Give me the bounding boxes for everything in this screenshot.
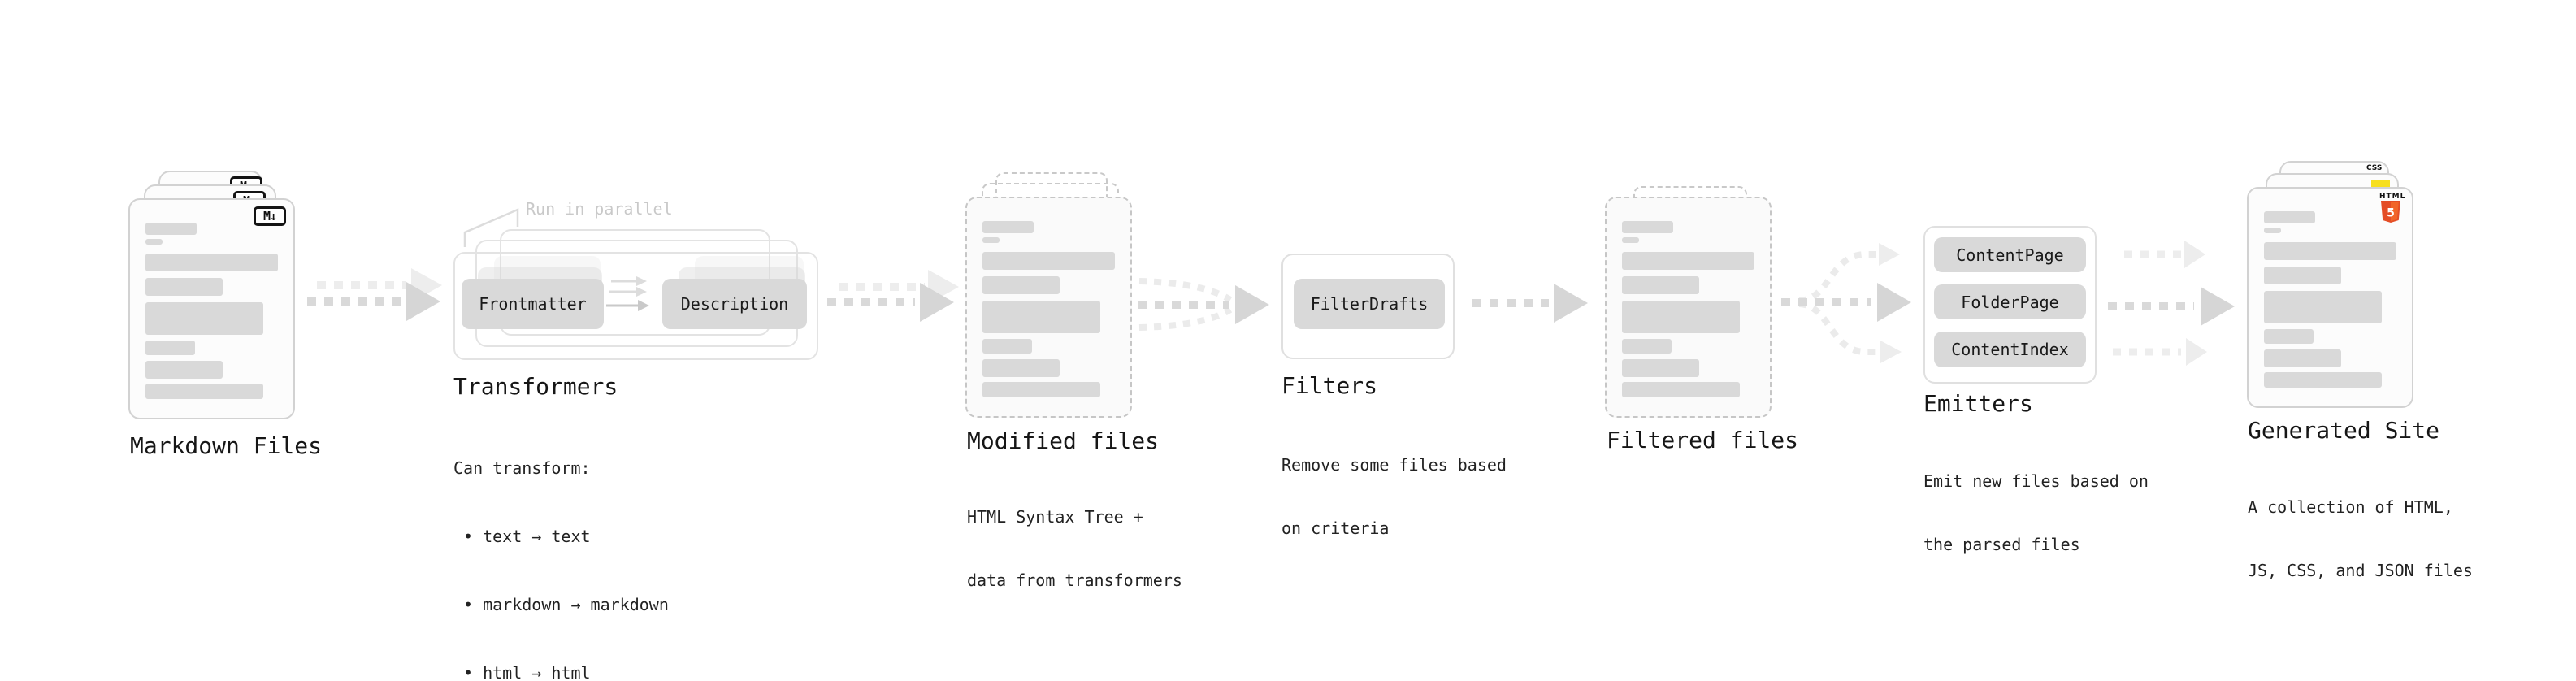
section-title-generated-site: Generated Site	[2248, 417, 2440, 444]
text-line-placeholder	[2264, 211, 2315, 223]
text-line-placeholder	[982, 252, 1115, 270]
text-line-placeholder	[982, 301, 1100, 333]
description-line: Remove some files based	[1281, 455, 1507, 475]
text-line-placeholder	[2264, 228, 2281, 233]
text-line-placeholder	[145, 254, 278, 271]
text-line-placeholder	[982, 339, 1032, 354]
text-line-placeholder	[1622, 221, 1673, 233]
arrow-transformers-to-modified	[827, 270, 959, 322]
description-line: data from transformers	[967, 570, 1182, 590]
description-line: the parsed files	[1923, 535, 2080, 554]
skeleton-text-lines	[2264, 211, 2396, 388]
text-line-placeholder	[1622, 252, 1754, 270]
section-title-filtered-files: Filtered files	[1607, 427, 1799, 453]
skeleton-text-lines	[982, 221, 1115, 397]
html5-icon: HTML 5	[2379, 193, 2406, 227]
arrow-filtered-to-emitters	[1781, 243, 1911, 363]
section-title-filters: Filters	[1281, 372, 1378, 399]
pill-description: Description	[662, 279, 807, 329]
section-title-emitters: Emitters	[1923, 390, 2033, 417]
text-line-placeholder	[145, 384, 263, 399]
text-line-placeholder	[145, 239, 163, 245]
text-line-placeholder	[982, 382, 1100, 397]
text-line-placeholder	[2264, 349, 2341, 367]
text-line-placeholder	[1622, 382, 1740, 397]
text-line-placeholder	[2264, 242, 2396, 260]
description-line: Can transform:	[453, 458, 591, 478]
skeleton-text-lines	[1622, 221, 1754, 397]
transformer-box-front	[453, 252, 818, 360]
section-description-generated-site: A collection of HTML, JS, CSS, and JSON …	[2248, 454, 2473, 623]
description-line: • markdown → markdown	[463, 595, 669, 614]
description-line: A collection of HTML,	[2248, 497, 2453, 517]
section-description-transformers: Can transform: • text → text • markdown …	[453, 411, 669, 681]
text-line-placeholder	[2264, 291, 2382, 323]
section-title-modified-files: Modified files	[967, 427, 1160, 454]
text-line-placeholder	[2264, 267, 2341, 284]
pill-frontmatter: Frontmatter	[462, 279, 604, 329]
pill-filterdrafts: FilterDrafts	[1294, 279, 1445, 329]
section-description-modified-files: HTML Syntax Tree + data from transformer…	[967, 464, 1182, 633]
text-line-placeholder	[1622, 301, 1740, 333]
description-line: Emit new files based on	[1923, 471, 2149, 491]
markdown-icon: M↓	[254, 206, 286, 226]
arrow-filters-to-filtered	[1472, 284, 1588, 323]
arrow-emitters-to-site-middle	[2108, 287, 2235, 326]
description-line: on criteria	[1281, 518, 1390, 538]
html5-shield: 5	[2380, 201, 2400, 223]
text-line-placeholder	[982, 276, 1060, 294]
description-line: • html → html	[463, 663, 591, 681]
modified-file-card-front	[965, 197, 1132, 418]
description-line: HTML Syntax Tree +	[967, 507, 1143, 527]
pill-contentindex: ContentIndex	[1934, 332, 2086, 367]
text-line-placeholder	[982, 237, 1000, 243]
skeleton-text-lines	[145, 223, 278, 399]
text-line-placeholder	[982, 359, 1060, 377]
text-line-placeholder	[982, 221, 1034, 233]
text-line-placeholder	[2264, 329, 2314, 344]
site-file-card-front: HTML 5	[2247, 187, 2413, 408]
section-title-markdown-files: Markdown Files	[130, 432, 323, 459]
text-line-placeholder	[1622, 359, 1699, 377]
pill-folderpage: FolderPage	[1934, 284, 2086, 319]
arrow-modified-to-filters	[1138, 278, 1269, 331]
description-line: JS, CSS, and JSON files	[2248, 561, 2473, 580]
html5-icon-label: HTML	[2379, 193, 2406, 201]
text-line-placeholder	[1622, 339, 1672, 354]
text-line-placeholder	[145, 340, 195, 355]
svg-text:5: 5	[2387, 207, 2395, 220]
arrow-emitters-to-site-top	[2124, 241, 2205, 268]
section-description-filters: Remove some files based on criteria	[1281, 412, 1507, 581]
arrow-emitters-to-site-bottom	[2113, 338, 2207, 366]
text-line-placeholder	[145, 302, 263, 335]
section-description-emitters: Emit new files based on the parsed files	[1923, 428, 2149, 597]
filtered-file-card-front	[1605, 197, 1772, 418]
text-line-placeholder	[145, 278, 223, 296]
pill-contentpage: ContentPage	[1934, 237, 2086, 272]
text-line-placeholder	[2264, 372, 2382, 388]
parallel-note: Run in parallel	[526, 199, 673, 219]
text-line-placeholder	[145, 361, 223, 379]
section-title-transformers: Transformers	[453, 373, 618, 400]
text-line-placeholder	[1622, 276, 1699, 294]
arrow-markdown-to-transformers	[307, 268, 442, 321]
markdown-file-card-front: M↓	[128, 198, 295, 419]
css-icon-label: CSS	[2366, 164, 2383, 172]
text-line-placeholder	[1622, 237, 1639, 243]
description-line: • text → text	[463, 527, 591, 546]
text-line-placeholder	[145, 223, 197, 235]
